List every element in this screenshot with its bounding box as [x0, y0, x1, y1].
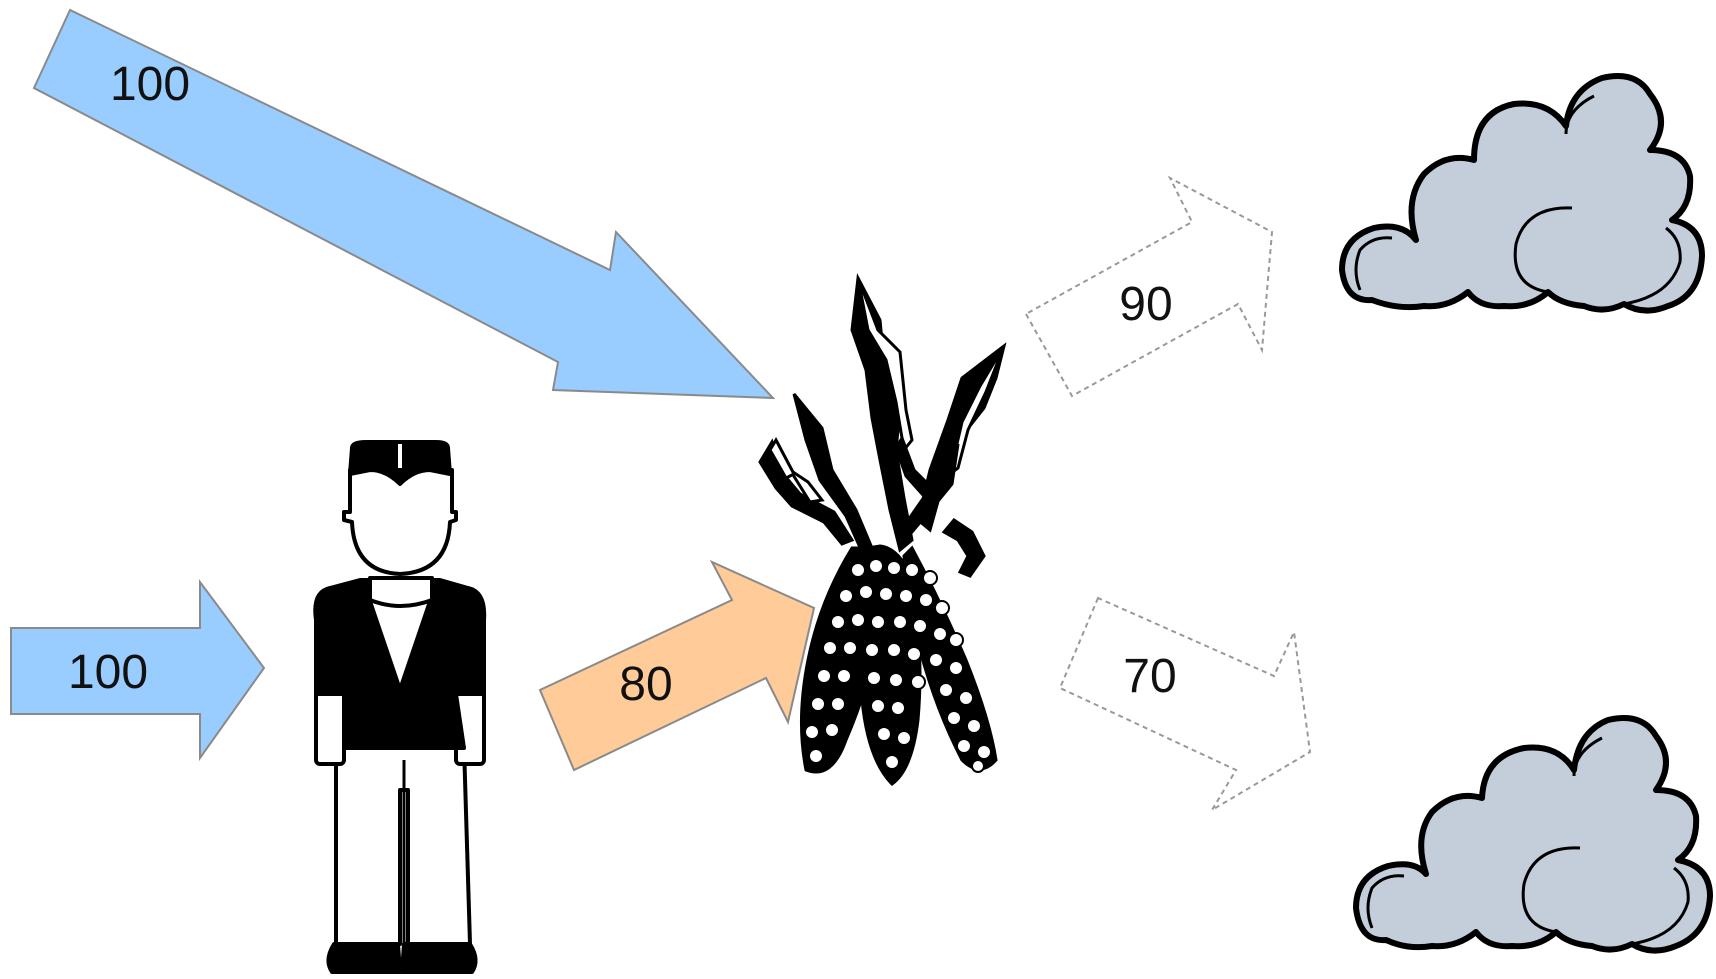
arrow-corn-to-lower-cloud-label: 70 [1123, 650, 1176, 703]
arrow-sun-to-corn-label: 100 [110, 58, 190, 111]
arrow-corn-to-upper-cloud-shape [1024, 175, 1274, 398]
arrow-corn-to-lower-cloud-shape [1058, 596, 1312, 811]
arrow-sun-to-corn: 100 [32, 8, 776, 400]
arrow-sun-to-corn-shape [32, 8, 776, 400]
lower-cloud-shape [1353, 715, 1713, 954]
lower-cloud-icon [1353, 715, 1713, 954]
corn-husk [758, 272, 1007, 578]
corn-cobs [799, 544, 998, 786]
person-left-arm [314, 688, 346, 766]
person-right-shoe [400, 942, 478, 974]
person-icon [313, 440, 487, 974]
upper-cloud-shape [1339, 73, 1705, 314]
arrow-person-to-corn: 80 [538, 559, 816, 772]
upper-cloud-icon [1339, 73, 1705, 314]
arrow-person-to-corn-label: 80 [619, 658, 672, 711]
person-collar [368, 576, 434, 608]
arrow-corn-to-upper-cloud-label: 90 [1119, 278, 1172, 331]
arrow-input-to-person-label: 100 [68, 646, 148, 699]
arrow-person-to-corn-shape [538, 559, 816, 772]
person-head [342, 468, 458, 576]
arrow-corn-to-lower-cloud: 70 [1058, 596, 1312, 811]
person-left-shoe [326, 942, 402, 974]
arrow-input-to-person-shape [10, 578, 266, 762]
arrow-corn-to-upper-cloud: 90 [1024, 175, 1274, 398]
corn-icon [758, 272, 1007, 786]
arrow-input-to-person: 100 [10, 578, 266, 762]
